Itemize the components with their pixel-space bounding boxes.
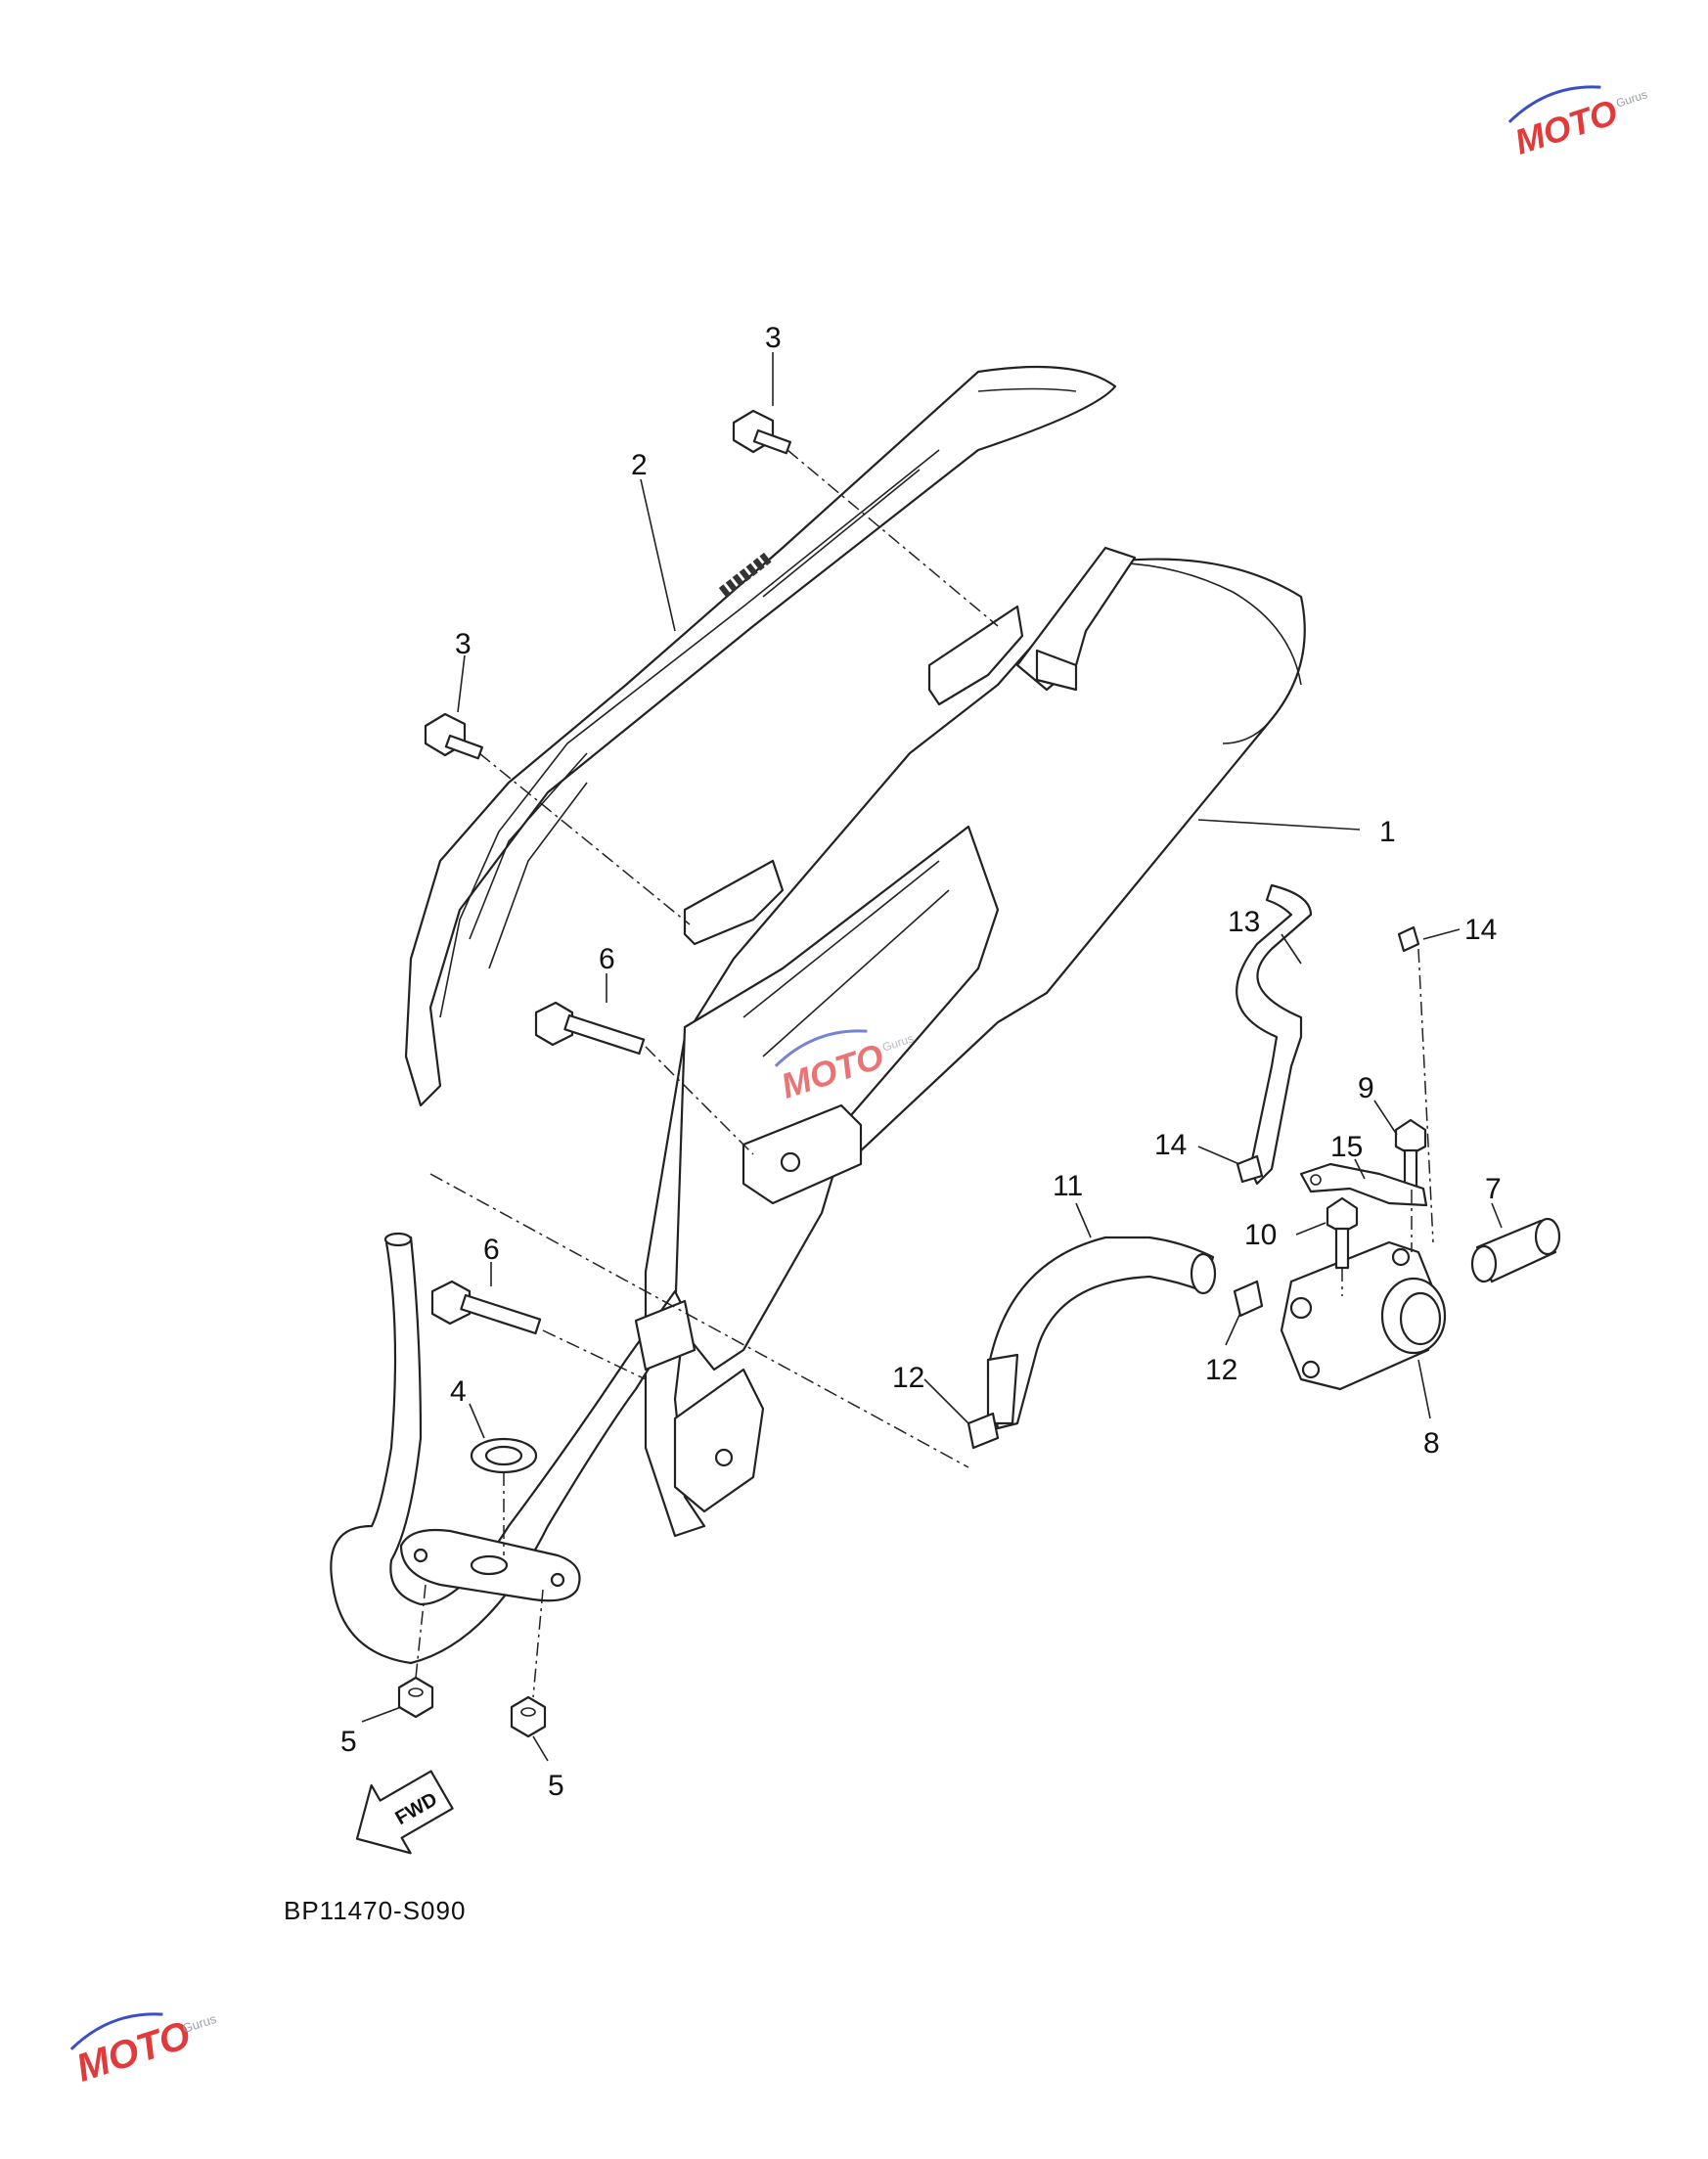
callout-9: 9 xyxy=(1358,1072,1374,1104)
callout-14-upper: 14 xyxy=(1464,914,1497,946)
fwd-arrow-icon: FWD xyxy=(355,1770,454,1855)
callout-12-right: 12 xyxy=(1205,1354,1237,1386)
watermark-subtext-bottom: Gurus xyxy=(181,2011,219,2036)
callout-5-left: 5 xyxy=(340,1726,357,1758)
callout-1: 1 xyxy=(1379,816,1396,848)
exhaust-header-pipe xyxy=(330,1232,697,1665)
watermark-text-top: MOTO xyxy=(1509,92,1622,162)
callout-14-lower: 14 xyxy=(1154,1129,1187,1161)
bolt-9 xyxy=(1394,1118,1427,1192)
nut-5-left xyxy=(397,1676,434,1719)
callout-10: 10 xyxy=(1244,1219,1277,1251)
callout-3-upper: 3 xyxy=(765,322,782,354)
air-cut-valve-8 xyxy=(1280,1240,1447,1391)
collar-7 xyxy=(1470,1217,1561,1283)
clamp-14-lower xyxy=(1236,1154,1264,1184)
nut-5-right xyxy=(510,1695,547,1738)
assembly-lines xyxy=(415,449,1434,1698)
watermark-text-bottom: MOTO xyxy=(71,2013,196,2091)
callout-11: 11 xyxy=(1053,1170,1083,1202)
hose-11 xyxy=(986,1236,1217,1430)
bolt-3-lower xyxy=(424,712,483,760)
callout-6-upper: 6 xyxy=(599,943,615,975)
muffler xyxy=(644,546,1306,1538)
callout-4: 4 xyxy=(450,1375,467,1408)
callout-6-lower: 6 xyxy=(483,1234,500,1266)
bolt-6-lower xyxy=(430,1280,542,1335)
gasket-4 xyxy=(470,1437,538,1474)
callout-7: 7 xyxy=(1485,1173,1502,1205)
bolt-6-upper xyxy=(534,1001,646,1056)
watermark-subtext-top: Gurus xyxy=(1614,87,1648,110)
callout-15: 15 xyxy=(1330,1131,1363,1163)
bracket-15 xyxy=(1299,1162,1428,1207)
clamp-14-upper xyxy=(1397,925,1420,953)
callout-12-left: 12 xyxy=(892,1362,924,1394)
drawing-code: BP11470-S090 xyxy=(284,1896,467,1925)
callout-13: 13 xyxy=(1228,906,1260,938)
clamp-12-right xyxy=(1233,1280,1264,1318)
callouts: 1 2 3 3 4 5 5 6 6 7 8 9 10 11 12 12 13 1… xyxy=(340,322,1502,1802)
bolt-3-upper xyxy=(732,409,791,455)
callout-8: 8 xyxy=(1423,1427,1440,1460)
watermark-logo-top: MOTO Gurus xyxy=(1507,85,1649,162)
callout-5-right: 5 xyxy=(548,1770,564,1802)
watermark-logo-bottom: MOTO Gurus xyxy=(69,2011,219,2091)
leader-lines xyxy=(361,352,1503,1762)
clamp-12-left xyxy=(966,1412,1000,1450)
callout-3-lower: 3 xyxy=(455,628,472,660)
callout-2: 2 xyxy=(631,449,648,481)
